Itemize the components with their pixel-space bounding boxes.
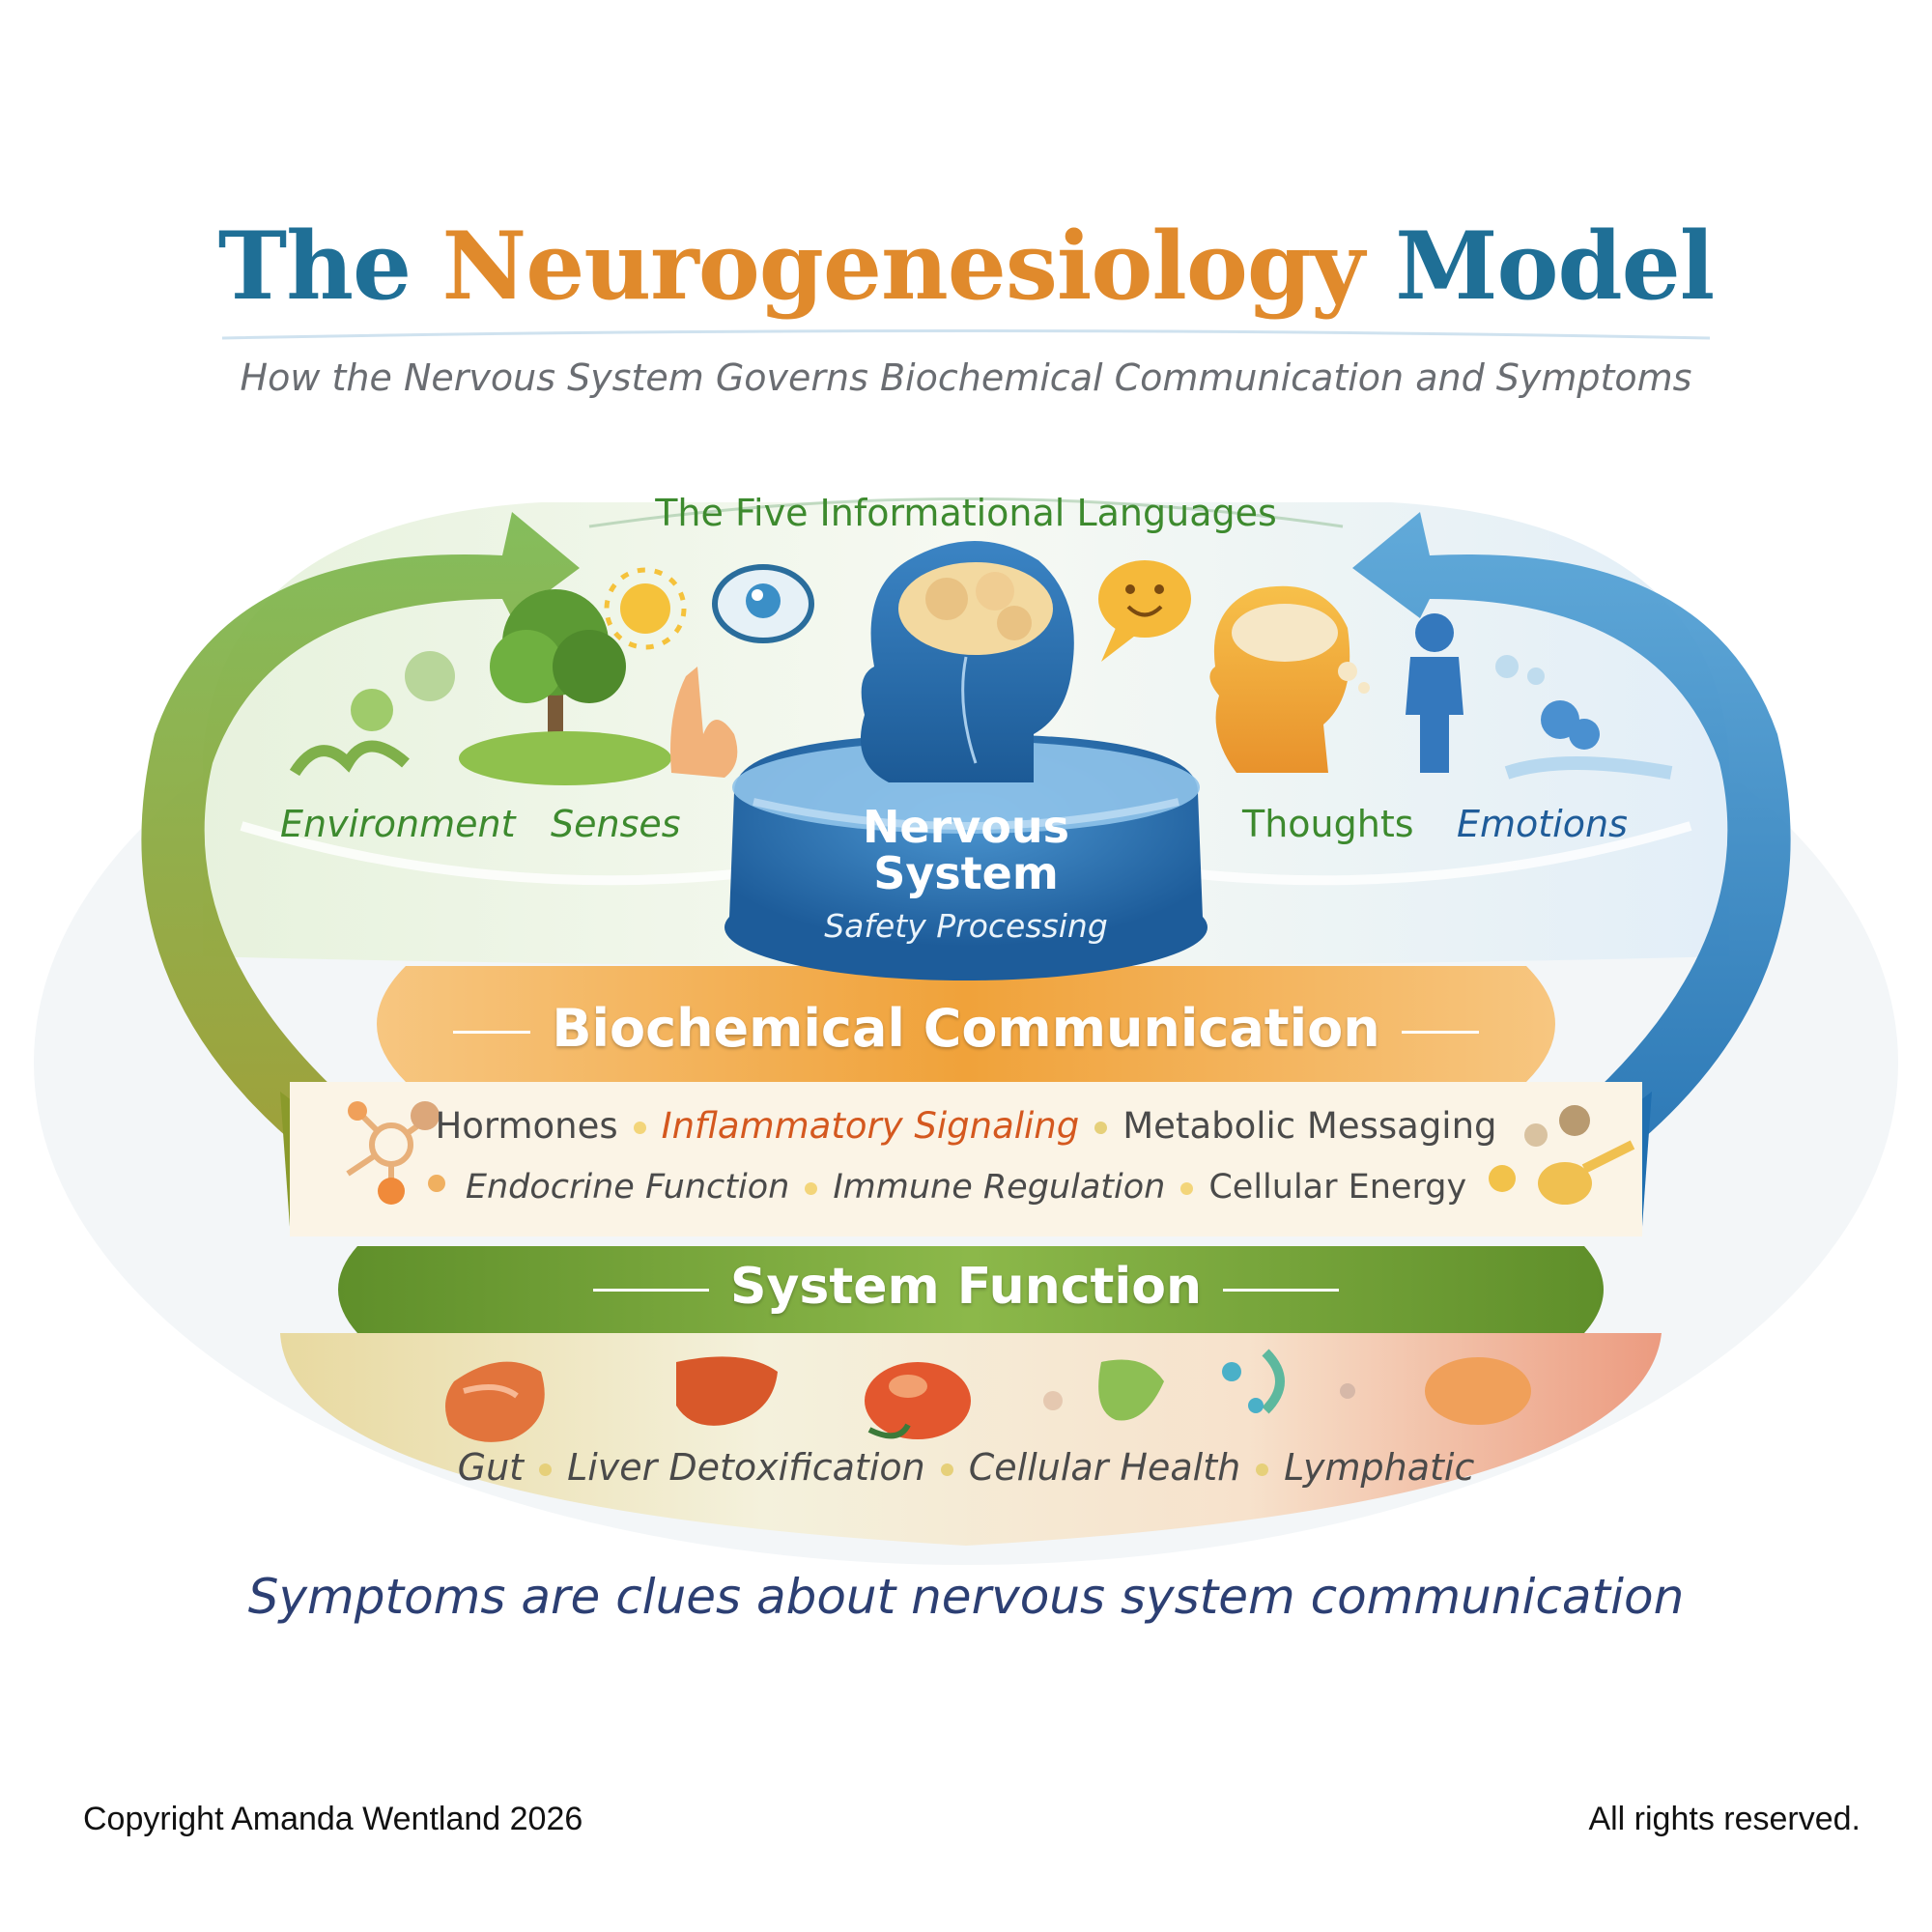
person-icon [1406, 613, 1673, 780]
eye-icon [712, 564, 814, 643]
kidney-icon [865, 1362, 971, 1439]
label-senses: Senses [551, 803, 681, 845]
nervous-system-line2: System [873, 847, 1059, 900]
tree-icon [459, 589, 671, 785]
nutrient-icon [1489, 1105, 1635, 1205]
system-function-items: Gut Liver Detoxification Cellular Health Ly… [0, 1449, 1932, 1486]
item-cellular-energy: Cellular Energy [1208, 1168, 1467, 1207]
label-emotions: Emotions [1457, 803, 1628, 845]
item-endocrine-function: Endocrine Function [465, 1168, 790, 1207]
hand-icon [670, 667, 738, 778]
subtitle: How the Nervous System Governs Biochemic… [240, 356, 1692, 399]
thinking-head-icon [1209, 585, 1370, 773]
rights-text: All rights reserved. [1588, 1801, 1861, 1837]
item-lymphatic: Lymphatic [1284, 1446, 1475, 1489]
tagline: Symptoms are clues about nervous system … [247, 1569, 1685, 1625]
biochemical-heading: Biochemical Communication [0, 1003, 1932, 1055]
item-inflammatory-signaling: Inflammatory Signaling [661, 1105, 1080, 1147]
title-part2: Neurogenesiology [441, 212, 1365, 321]
brain-head-icon [860, 541, 1074, 782]
item-hormones: Hormones [435, 1105, 618, 1147]
liver-icon [676, 1356, 778, 1426]
biochemical-row-1: Hormones Inflammatory Signaling Metabolic … [0, 1108, 1932, 1144]
five-languages-heading: The Five Informational Languages [655, 492, 1277, 534]
page-title: The Neurogenesiology Model [0, 220, 1932, 313]
nervous-system-pod [724, 734, 1208, 980]
biochemical-heading-text: Biochemical Communication [552, 998, 1380, 1059]
nervous-system-sub: Safety Processing [824, 907, 1108, 945]
gut-icon [445, 1361, 545, 1442]
item-metabolic-messaging: Metabolic Messaging [1122, 1105, 1497, 1147]
sun-icon [604, 567, 687, 650]
item-gut: Gut [457, 1446, 525, 1489]
system-function-heading-text: System Function [730, 1258, 1202, 1316]
system-function-heading: System Function [0, 1262, 1932, 1312]
copyright-text: Copyright Amanda Wentland 2026 [83, 1801, 583, 1837]
item-cellular-health: Cellular Health [968, 1446, 1241, 1489]
title-part1: The [217, 212, 412, 321]
label-environment: Environment [280, 803, 516, 845]
label-thoughts: Thoughts [1242, 803, 1414, 845]
molecule-icon [346, 1101, 445, 1205]
item-immune-regulation: Immune Regulation [833, 1168, 1166, 1207]
lymph-icon [1222, 1349, 1531, 1425]
nervous-system-line1: Nervous [862, 801, 1070, 853]
item-liver-detoxification: Liver Detoxification [567, 1446, 925, 1489]
cell-icon [1043, 1359, 1164, 1421]
biochemical-row-2: Endocrine Function Immune Regulation Cellu… [0, 1171, 1932, 1205]
nervous-system-title: Nervous System [734, 804, 1198, 897]
title-part3: Model [1395, 212, 1715, 321]
plant-icon [289, 651, 455, 777]
speech-bubble-smile-icon [1098, 560, 1191, 662]
